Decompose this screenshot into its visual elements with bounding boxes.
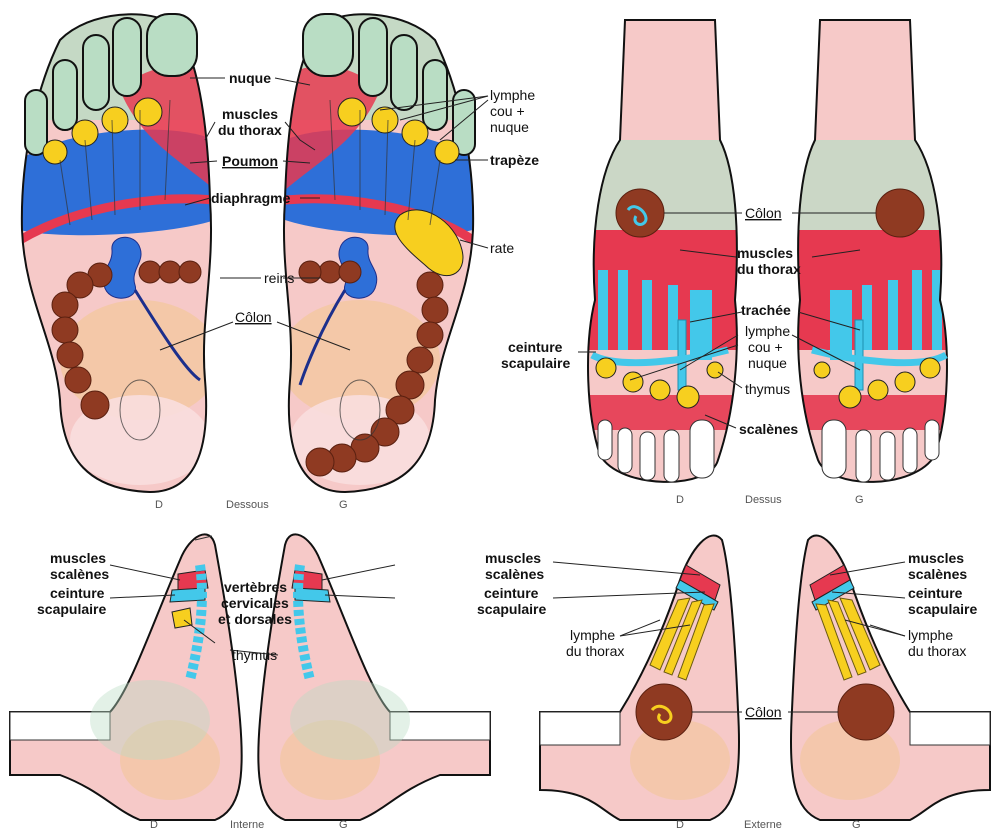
dorsal-label-lymphe-3: nuque bbox=[748, 355, 787, 371]
dorsal-label-ceinture-1: ceinture bbox=[508, 339, 563, 355]
external-caption-g: G bbox=[852, 819, 861, 829]
internal-caption-d: D bbox=[150, 819, 158, 829]
internal-panel: muscles scalènes ceinture scapulaire ver… bbox=[10, 534, 490, 829]
sole-left-foot bbox=[260, 0, 500, 520]
dorsal-label-lymphe-2: cou + bbox=[748, 339, 783, 355]
label-trapeze: trapèze bbox=[490, 152, 539, 168]
external-caption-d: D bbox=[676, 819, 684, 829]
caption-g: G bbox=[339, 499, 348, 511]
external-label-ceinture-r2: scapulaire bbox=[908, 601, 977, 617]
label-lymphe-2: cou + bbox=[490, 103, 525, 119]
external-right-foot bbox=[540, 536, 739, 820]
internal-label-vertebres-3: et dorsales bbox=[218, 611, 292, 627]
colon-circle bbox=[616, 189, 664, 237]
internal-label-scalenes-1: muscles bbox=[50, 550, 106, 566]
external-label-lymphe-l1: lymphe bbox=[570, 627, 615, 643]
label-diaphragme: diaphragme bbox=[211, 190, 291, 206]
internal-label-ceinture-1: ceinture bbox=[50, 585, 105, 601]
external-label-ceinture-l1: ceinture bbox=[484, 585, 539, 601]
external-label-scalenes-l1: muscles bbox=[485, 550, 541, 566]
caption-d: D bbox=[155, 499, 163, 511]
dorsal-label-colon: Côlon bbox=[745, 205, 782, 221]
label-lymphe-1: lymphe bbox=[490, 87, 535, 103]
internal-right-foot bbox=[10, 534, 242, 820]
caption-dessous: Dessous bbox=[226, 499, 269, 511]
dorsal-label-lymphe-1: lymphe bbox=[745, 323, 790, 339]
external-label-lymphe-r2: du thorax bbox=[908, 643, 966, 659]
external-label-lymphe-r1: lymphe bbox=[908, 627, 953, 643]
external-label-ceinture-l2: scapulaire bbox=[477, 601, 546, 617]
dorsal-label-scalenes: scalènes bbox=[739, 421, 798, 437]
label-muscles-thorax-1: muscles bbox=[222, 106, 278, 122]
label-colon: Côlon bbox=[235, 309, 272, 325]
external-label-ceinture-r1: ceinture bbox=[908, 585, 963, 601]
dorsal-caption-dessus: Dessus bbox=[745, 494, 782, 506]
dorsal-caption-d: D bbox=[676, 494, 684, 506]
label-poumon: Poumon bbox=[222, 153, 278, 169]
external-panel: muscles scalènes ceinture scapulaire lym… bbox=[477, 536, 990, 829]
dorsal-left-foot bbox=[790, 0, 990, 500]
dorsal-panel: Côlon muscles du thorax trachée ceinture… bbox=[501, 0, 990, 506]
external-label-lymphe-l2: du thorax bbox=[566, 643, 624, 659]
external-caption-externe: Externe bbox=[744, 819, 782, 829]
dorsal-caption-g: G bbox=[855, 494, 864, 506]
external-label-scalenes-r1: muscles bbox=[908, 550, 964, 566]
internal-label-vertebres-1: vertèbres bbox=[224, 579, 287, 595]
label-lymphe-3: nuque bbox=[490, 119, 529, 135]
label-nuque: nuque bbox=[229, 70, 271, 86]
dorsal-label-trachee: trachée bbox=[741, 302, 791, 318]
dorsal-label-muscles-1: muscles bbox=[737, 245, 793, 261]
label-rate: rate bbox=[490, 240, 514, 256]
external-label-colon: Côlon bbox=[745, 704, 782, 720]
dorsal-label-muscles-2: du thorax bbox=[737, 261, 801, 277]
label-reins: reins bbox=[264, 270, 294, 286]
internal-label-scalenes-2: scalènes bbox=[50, 566, 109, 582]
dorsal-label-ceinture-2: scapulaire bbox=[501, 355, 570, 371]
internal-caption-interne: Interne bbox=[230, 819, 264, 829]
internal-label-ceinture-2: scapulaire bbox=[37, 601, 106, 617]
external-label-scalenes-r2: scalènes bbox=[908, 566, 967, 582]
dorsal-label-thymus: thymus bbox=[745, 381, 790, 397]
trachea-shape bbox=[678, 320, 686, 390]
internal-label-vertebres-2: cervicales bbox=[221, 595, 289, 611]
label-muscles-thorax-2: du thorax bbox=[218, 122, 282, 138]
internal-left-foot bbox=[258, 534, 490, 820]
internal-label-thymus: thymus bbox=[232, 647, 277, 663]
sole-panel: nuque muscles du thorax Poumon diaphragm… bbox=[0, 0, 539, 520]
external-label-scalenes-l2: scalènes bbox=[485, 566, 544, 582]
internal-caption-g: G bbox=[339, 819, 348, 829]
